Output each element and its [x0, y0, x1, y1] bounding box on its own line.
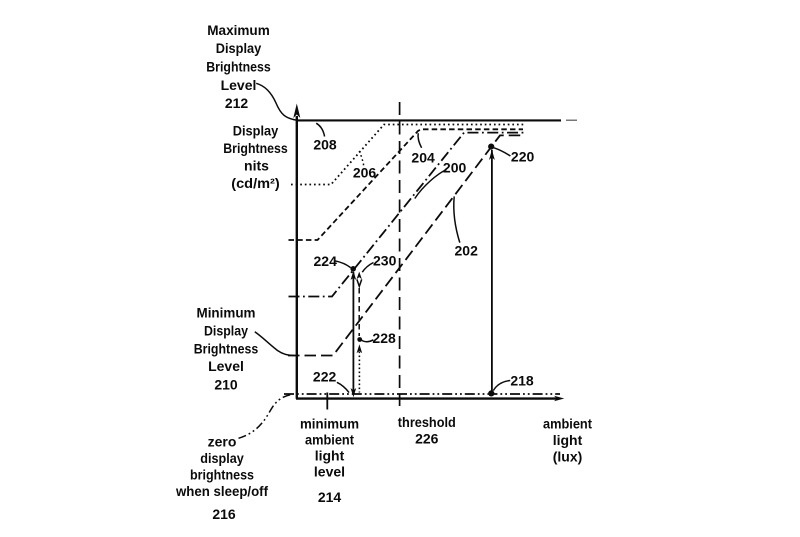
svg-text:(cd/m²): (cd/m²) [231, 175, 280, 191]
svg-text:light: light [553, 432, 583, 448]
svg-text:ambient: ambient [543, 415, 592, 431]
svg-text:204: 204 [411, 149, 435, 165]
svg-text:Brightness: Brightness [206, 59, 271, 75]
svg-text:200: 200 [443, 160, 467, 176]
svg-text:ambient: ambient [305, 432, 354, 448]
svg-text:Display: Display [233, 123, 279, 139]
svg-text:228: 228 [372, 330, 396, 346]
svg-text:when sleep/off: when sleep/off [175, 483, 268, 499]
svg-text:208: 208 [313, 137, 337, 153]
svg-text:202: 202 [455, 243, 479, 259]
svg-text:216: 216 [212, 506, 236, 522]
svg-text:display: display [200, 450, 244, 466]
svg-text:Brightness: Brightness [223, 140, 288, 156]
svg-text:226: 226 [415, 431, 439, 447]
svg-text:220: 220 [511, 149, 535, 165]
svg-text:212: 212 [225, 95, 249, 111]
svg-text:zero: zero [208, 434, 237, 450]
svg-text:222: 222 [313, 369, 337, 385]
svg-text:threshold: threshold [398, 414, 456, 430]
svg-text:nits: nits [244, 158, 269, 174]
svg-text:minimum: minimum [300, 416, 359, 432]
svg-text:218: 218 [510, 372, 534, 388]
svg-text:224: 224 [314, 253, 338, 269]
svg-text:Display: Display [216, 40, 262, 56]
svg-text:214: 214 [318, 489, 342, 505]
svg-text:Maximum: Maximum [207, 22, 270, 38]
svg-text:210: 210 [214, 376, 238, 392]
svg-text:Display: Display [204, 323, 248, 339]
svg-text:Level: Level [221, 77, 257, 93]
svg-text:206: 206 [353, 165, 377, 181]
svg-text:Brightness: Brightness [194, 340, 259, 356]
svg-text:230: 230 [373, 253, 397, 269]
svg-text:brightness: brightness [190, 467, 254, 483]
svg-text:(lux): (lux) [553, 448, 583, 464]
svg-text:light: light [315, 448, 345, 464]
svg-text:level: level [314, 464, 345, 480]
svg-text:Minimum: Minimum [197, 305, 256, 321]
svg-text:Level: Level [208, 358, 244, 374]
